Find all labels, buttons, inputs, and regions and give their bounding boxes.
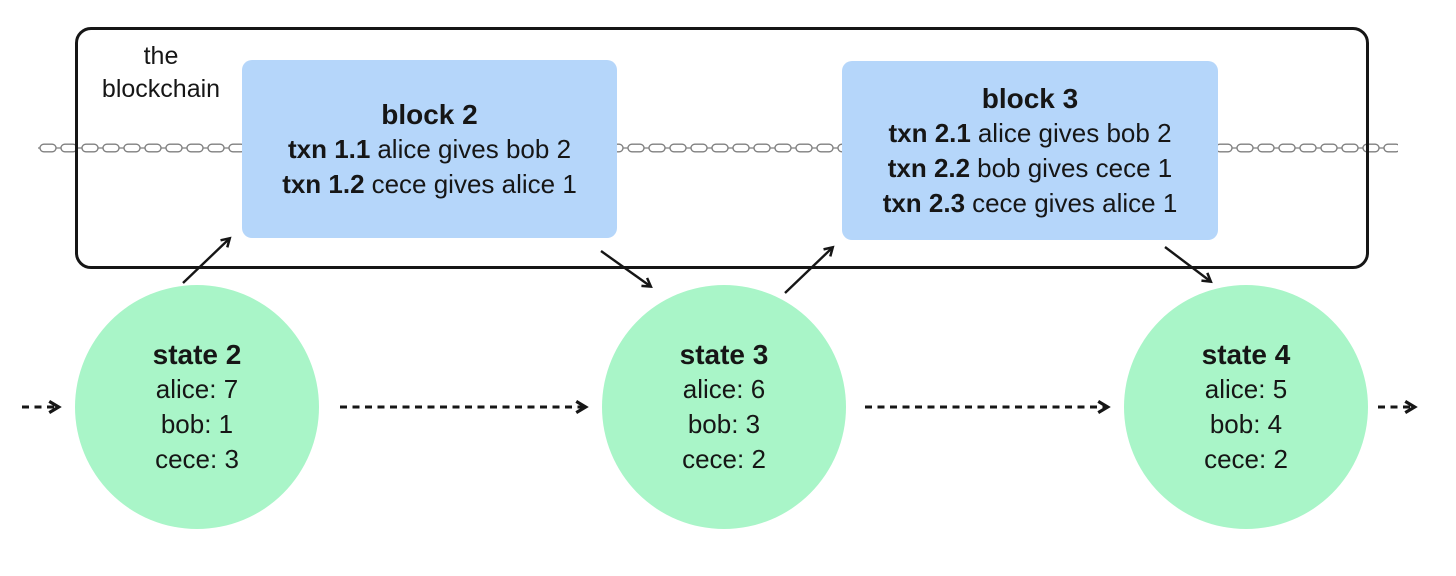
blockchain-label: the blockchain (101, 42, 221, 103)
block-2-title: block 2 (381, 98, 478, 130)
balance-cece: cece: 2 (1204, 444, 1288, 474)
state-4-title: state 4 (1201, 339, 1291, 370)
state-3-circle: state 3 alice: 6 bob: 3 cece: 2 (602, 285, 846, 529)
txn-id: txn 1.2 (282, 168, 365, 199)
txn-desc: cece gives alice 1 (371, 168, 577, 199)
balance-bob: bob: 4 (1209, 409, 1283, 439)
txn-id: txn 2.1 (888, 117, 971, 148)
state-3-title: state 3 (679, 339, 769, 370)
balance-alice: alice: 5 (1204, 374, 1288, 404)
state-2-circle: state 2 alice: 7 bob: 1 cece: 3 (75, 285, 319, 529)
balance-alice: alice: 6 (682, 374, 766, 404)
state-4-circle: state 4 alice: 5 bob: 4 cece: 2 (1124, 285, 1368, 529)
balance-bob: bob: 1 (160, 409, 234, 439)
state-2-title: state 2 (152, 339, 242, 370)
block-3-title: block 3 (981, 82, 1079, 114)
balance-cece: cece: 2 (682, 444, 766, 474)
balance-alice: alice: 7 (155, 374, 239, 404)
balance-bob: bob: 3 (687, 409, 761, 439)
txn-desc: cece gives alice 1 (972, 187, 1178, 218)
txn-desc: bob gives cece 1 (977, 152, 1173, 183)
txn-desc: alice gives bob 2 (377, 133, 572, 164)
txn-id: txn 2.2 (887, 152, 971, 183)
txn-id: txn 2.3 (882, 187, 966, 218)
txn-id: txn 1.1 (287, 133, 371, 164)
balance-cece: cece: 3 (155, 444, 239, 474)
txn-desc: alice gives bob 2 (977, 117, 1172, 148)
